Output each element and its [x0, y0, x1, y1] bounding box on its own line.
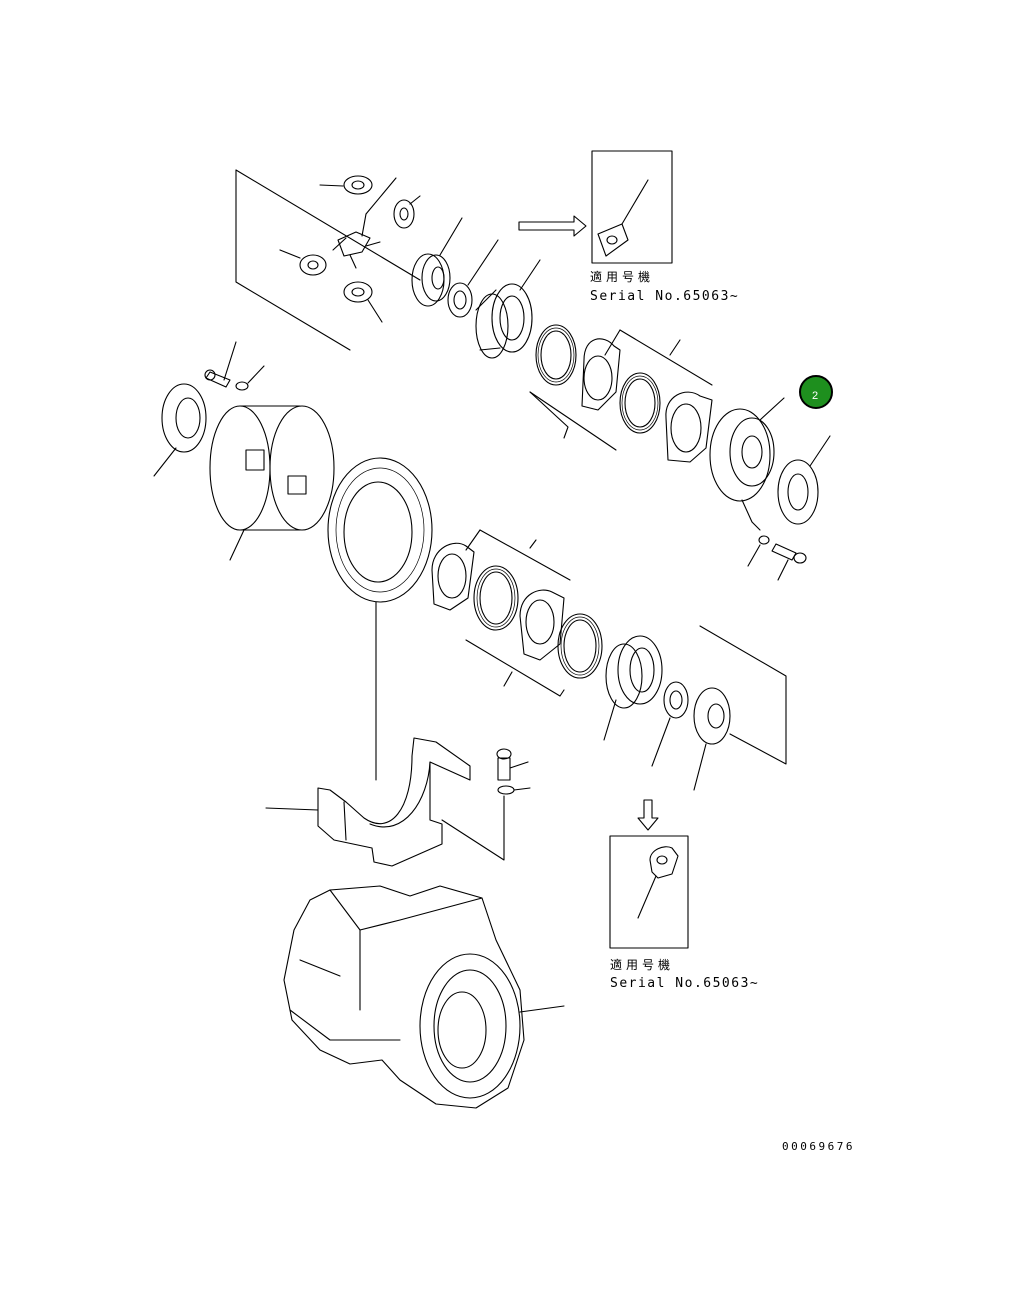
friction-disc-lower-2 [557, 613, 603, 679]
washer-left [235, 365, 265, 391]
serial-applicability-inset-top [591, 150, 673, 264]
spider-cross [332, 177, 397, 269]
applicability-label-bottom: 適用号機 [610, 957, 674, 972]
pinion-gear-bottom [343, 281, 383, 323]
serial-number-bottom: Serial No.65063~ [610, 976, 759, 991]
thrust-washer-lower [651, 681, 689, 767]
bolt-cover [496, 748, 529, 781]
side-gear-lower [693, 687, 731, 791]
bolt-right-bottom [771, 543, 807, 581]
axle-housing [283, 885, 565, 1109]
oil-guard-cover [265, 737, 471, 867]
separator-plate-lower-1 [431, 542, 475, 611]
ring-gear [327, 457, 433, 781]
inset-arrow-right [518, 215, 587, 237]
bolt-left [204, 341, 237, 388]
pressure-ring-lower [603, 635, 663, 741]
inset-arrow-down [637, 799, 659, 831]
pinion-washer-top [319, 175, 373, 195]
washer-cover [441, 785, 531, 861]
differential-case-left [209, 405, 335, 561]
separator-plate-lower-2 [519, 589, 565, 661]
serial-number-top: Serial No.65063~ [590, 289, 739, 304]
side-pinion-gear-right [393, 195, 421, 229]
spider-group-bracket [235, 169, 421, 351]
side-gear [411, 217, 463, 307]
drawing-number: 00069676 [782, 1140, 855, 1153]
applicability-label-top: 適用号機 [590, 269, 654, 284]
callout-badge: 2 [799, 375, 833, 409]
bearing-left [153, 383, 207, 477]
serial-applicability-inset-bottom [609, 835, 689, 949]
callout-badge-label: 2 [812, 390, 818, 402]
pinion-washer-left [279, 249, 327, 276]
lower-group-bracket-right [699, 625, 787, 765]
differential-case-right [709, 397, 785, 502]
separator-plate-upper-1 [581, 338, 621, 411]
thrust-washer [447, 239, 499, 318]
friction-disc-upper-1 [535, 324, 577, 386]
upper-disc-group-bracket [529, 329, 713, 451]
friction-disc-lower-1 [473, 565, 519, 631]
washer-right-bottom [741, 499, 770, 567]
separator-plate-upper-2 [665, 391, 713, 463]
pressure-ring-upper [475, 259, 541, 359]
friction-disc-upper-2 [619, 372, 661, 434]
bearing-right [777, 435, 831, 525]
lower-disc-group-bracket [465, 529, 571, 697]
